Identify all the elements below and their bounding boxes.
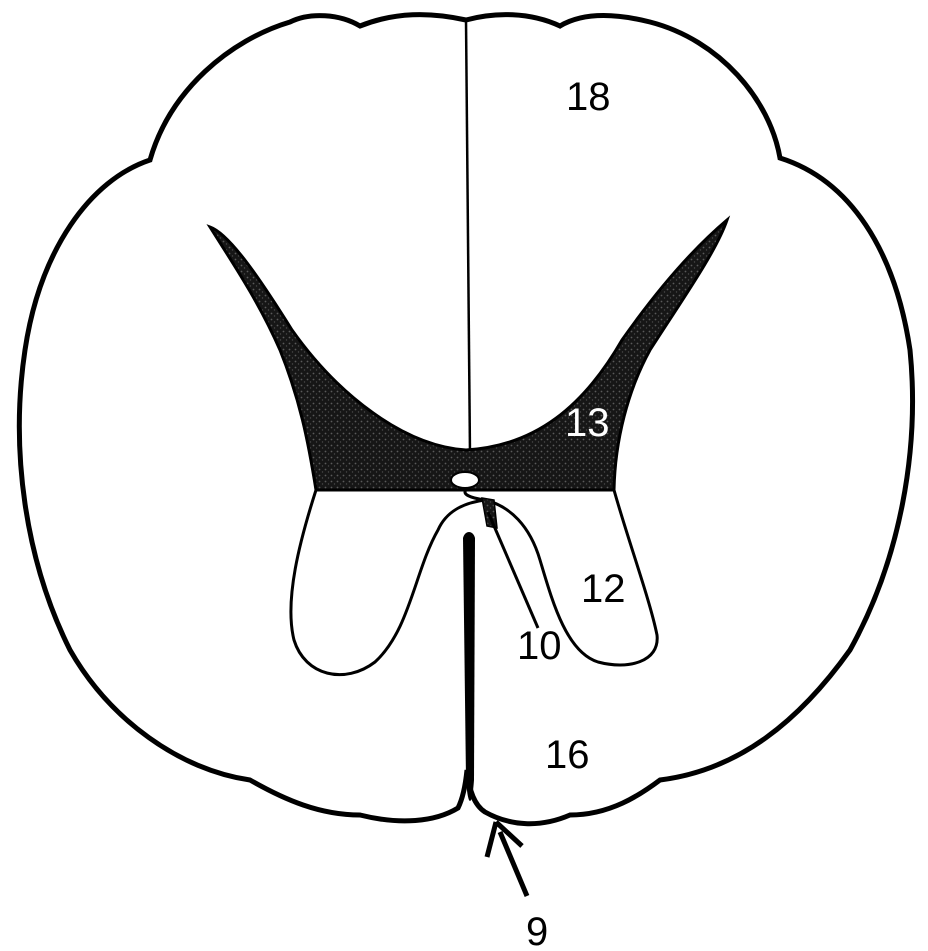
label-18: 18	[566, 75, 611, 119]
central-canal	[451, 472, 479, 488]
label-13: 13	[565, 401, 610, 445]
label-16: 16	[545, 733, 590, 777]
label-10: 10	[517, 624, 562, 668]
label-9: 9	[526, 910, 548, 951]
label-12: 12	[581, 567, 626, 611]
arrow-9-shaft	[500, 832, 527, 896]
